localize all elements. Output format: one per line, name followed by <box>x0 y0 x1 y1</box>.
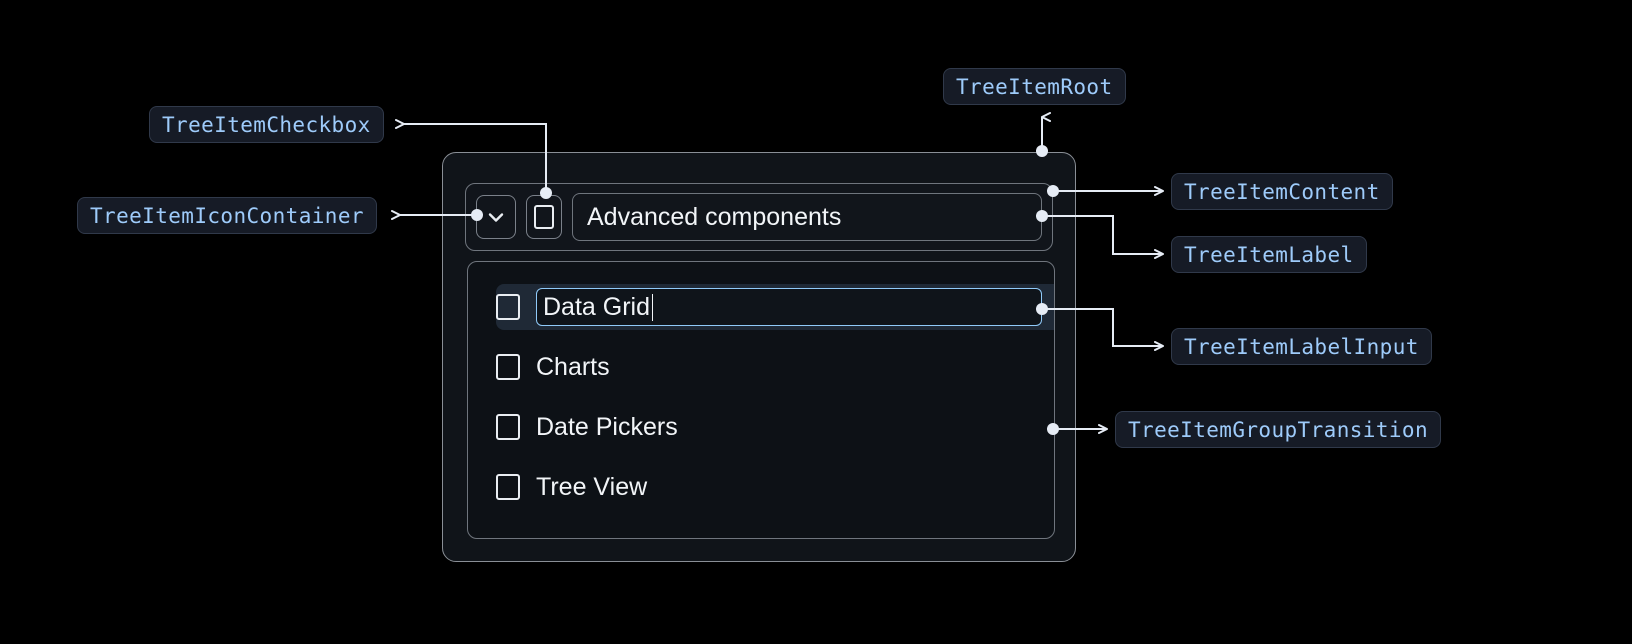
tree-item-label-input[interactable]: Data Grid <box>536 288 1042 326</box>
tree-item-row-tree-view[interactable]: Tree View <box>496 464 1042 510</box>
annotation-label: TreeItemLabel <box>1184 242 1354 267</box>
text-caret <box>651 293 654 321</box>
tree-item-content[interactable]: Advanced components <box>465 183 1053 251</box>
tree-item-row-data-grid[interactable]: Data Grid <box>496 284 1054 330</box>
checkbox-unchecked-icon[interactable] <box>496 414 520 440</box>
tree-item-icon-container[interactable] <box>476 195 516 239</box>
annotation-chip-tree-item-label: TreeItemLabel <box>1171 236 1367 273</box>
tree-item-label-text: Tree View <box>536 472 648 501</box>
annotation-chip-tree-item-icon-container: TreeItemIconContainer <box>77 197 377 234</box>
annotation-label: TreeItemCheckbox <box>162 112 371 137</box>
annotation-chip-tree-item-group-transition: TreeItemGroupTransition <box>1115 411 1441 448</box>
annotation-chip-tree-item-content: TreeItemContent <box>1171 173 1393 210</box>
annotation-label: TreeItemRoot <box>956 74 1113 99</box>
annotation-label: TreeItemGroupTransition <box>1128 417 1428 442</box>
tree-item-row-date-pickers[interactable]: Date Pickers <box>496 404 1042 450</box>
annotation-label: TreeItemLabelInput <box>1184 334 1419 359</box>
tree-item-label-text: Charts <box>536 352 610 381</box>
tree-item-label[interactable]: Advanced components <box>572 193 1042 241</box>
checkbox-unchecked-icon <box>534 205 554 229</box>
tree-item-label-input-value: Data Grid <box>543 292 650 321</box>
chevron-down-icon <box>484 205 508 229</box>
annotation-chip-tree-item-root: TreeItemRoot <box>943 68 1126 105</box>
tree-item-label-text: Date Pickers <box>536 412 678 441</box>
checkbox-unchecked-icon[interactable] <box>496 474 520 500</box>
annotation-label: TreeItemContent <box>1184 179 1380 204</box>
checkbox-unchecked-icon[interactable] <box>496 294 520 320</box>
tree-item-checkbox[interactable] <box>526 195 562 239</box>
annotation-chip-tree-item-checkbox: TreeItemCheckbox <box>149 106 384 143</box>
tree-item-root[interactable]: Advanced components Data Grid Charts Dat… <box>442 152 1076 562</box>
annotation-chip-tree-item-label-input: TreeItemLabelInput <box>1171 328 1432 365</box>
checkbox-unchecked-icon[interactable] <box>496 354 520 380</box>
tree-item-label-text: Advanced components <box>587 202 842 231</box>
tree-item-group-transition: Data Grid Charts Date Pickers Tree View <box>467 261 1055 539</box>
annotation-label: TreeItemIconContainer <box>90 203 364 228</box>
tree-item-row-charts[interactable]: Charts <box>496 344 1042 390</box>
